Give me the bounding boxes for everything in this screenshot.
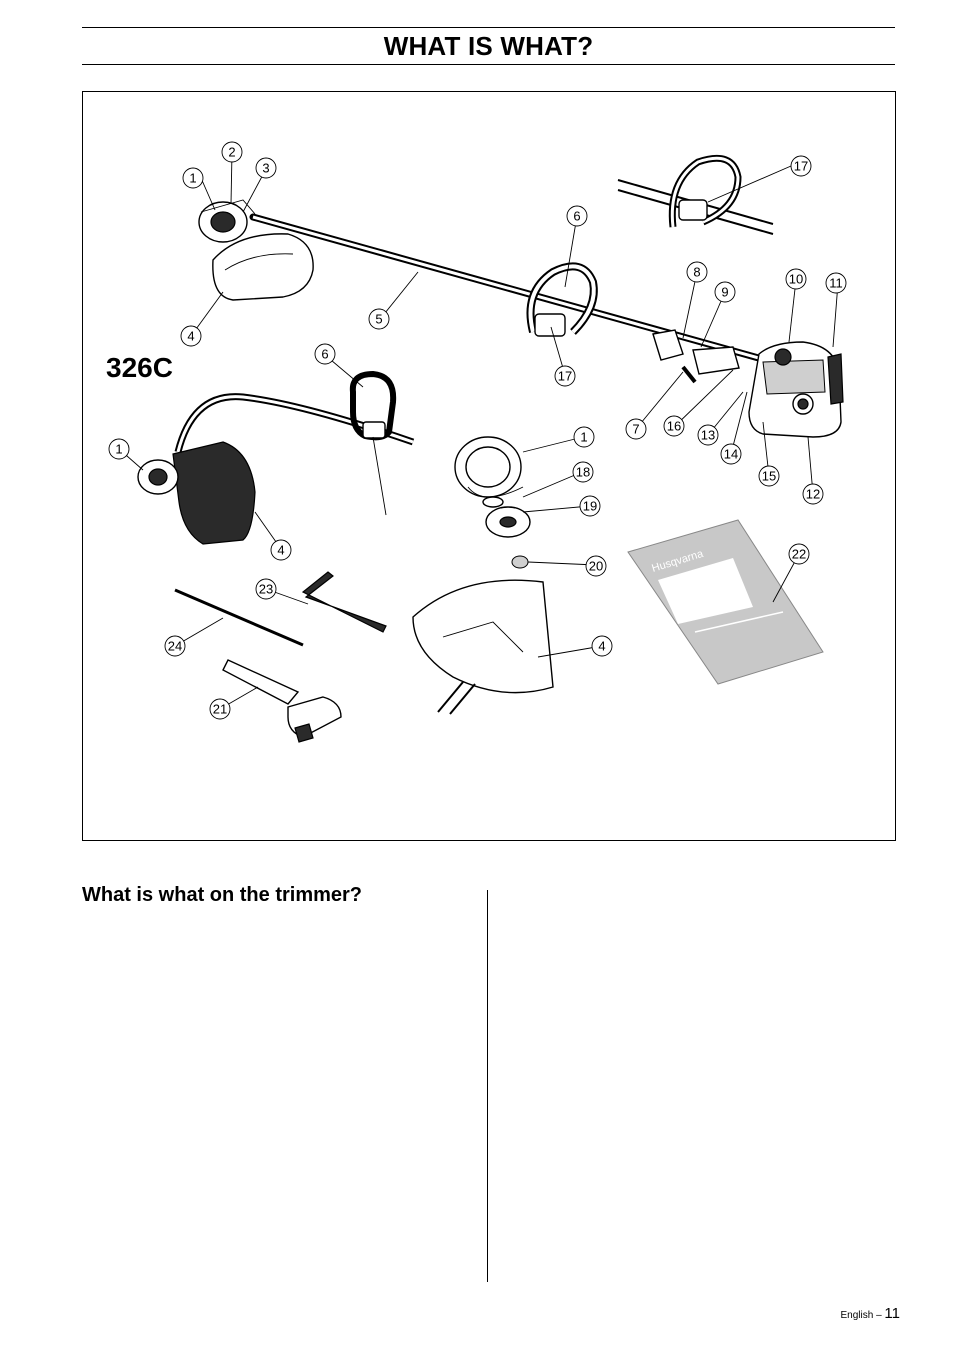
callout-10: 10 — [785, 268, 807, 290]
header-bottom-rule — [82, 64, 895, 65]
guard-top — [212, 233, 314, 301]
callout-4a: 4 — [180, 325, 202, 347]
callout-3: 3 — [255, 157, 277, 179]
callout-15: 15 — [758, 465, 780, 487]
callout-4c: 4 — [591, 635, 613, 657]
svg-text:8: 8 — [693, 265, 700, 280]
callout-8: 8 — [686, 261, 708, 283]
svg-text:9: 9 — [721, 285, 728, 300]
callout-1c: 1 — [573, 426, 595, 448]
section-heading: What is what on the trimmer? — [82, 884, 363, 906]
tools — [174, 571, 387, 743]
svg-text:12: 12 — [806, 487, 820, 502]
loop-handle-top — [526, 262, 598, 337]
svg-text:17: 17 — [794, 159, 808, 174]
svg-text:14: 14 — [724, 447, 738, 462]
callout-4b: 4 — [270, 539, 292, 561]
svg-text:4: 4 — [277, 543, 284, 558]
operators-manual: Husqvarna — [627, 519, 824, 685]
callout-19: 19 — [579, 495, 601, 517]
svg-text:19: 19 — [583, 499, 597, 514]
curved-shaft-model — [137, 370, 415, 545]
svg-text:18: 18 — [576, 465, 590, 480]
callout-21: 21 — [209, 698, 231, 720]
callout-24: 24 — [164, 635, 186, 657]
callout-20: 20 — [585, 555, 607, 577]
callout-23: 23 — [255, 578, 277, 600]
svg-text:17: 17 — [558, 369, 572, 384]
callout-7: 7 — [625, 418, 647, 440]
svg-text:1: 1 — [189, 171, 196, 186]
svg-text:16: 16 — [667, 419, 681, 434]
callout-12: 12 — [802, 483, 824, 505]
callout-6a: 6 — [566, 205, 588, 227]
svg-text:20: 20 — [589, 559, 603, 574]
callout-17a: 17 — [790, 155, 812, 177]
footer-language: English – — [840, 1310, 885, 1321]
callout-18: 18 — [572, 461, 594, 483]
svg-text:3: 3 — [262, 161, 269, 176]
svg-text:11: 11 — [829, 276, 843, 291]
parts-illustration: Husqvarna — [108, 141, 847, 743]
svg-text:22: 22 — [792, 547, 806, 562]
svg-text:13: 13 — [701, 428, 715, 443]
column-divider — [487, 890, 488, 1282]
callout-17b: 17 — [554, 365, 576, 387]
callout-2: 2 — [221, 141, 243, 163]
trimmer-head-exploded — [412, 436, 554, 715]
svg-text:1: 1 — [115, 442, 122, 457]
svg-text:21: 21 — [213, 702, 227, 717]
page-number: 11 — [884, 1305, 900, 1322]
svg-text:1: 1 — [580, 430, 587, 445]
svg-text:23: 23 — [259, 582, 273, 597]
loop-handle-alt — [617, 154, 774, 235]
callout-5: 5 — [368, 308, 390, 330]
svg-text:6: 6 — [321, 347, 328, 362]
callout-16: 16 — [663, 415, 685, 437]
header-top-rule — [82, 27, 895, 28]
page-title: WHAT IS WHAT? — [383, 31, 594, 61]
svg-text:2: 2 — [228, 145, 235, 160]
trimmer-head-top — [198, 199, 256, 243]
svg-text:5: 5 — [375, 312, 382, 327]
svg-text:4: 4 — [187, 329, 194, 344]
svg-text:10: 10 — [789, 272, 803, 287]
engine-unit — [652, 329, 844, 438]
callout-13: 13 — [697, 424, 719, 446]
svg-text:6: 6 — [573, 209, 580, 224]
callout-22: 22 — [788, 543, 810, 565]
parts-diagram: Husqvarna — [82, 91, 896, 841]
callout-11: 11 — [825, 272, 847, 294]
svg-text:7: 7 — [632, 422, 639, 437]
svg-text:24: 24 — [168, 639, 182, 654]
svg-text:15: 15 — [762, 469, 776, 484]
callout-14: 14 — [720, 443, 742, 465]
callout-1b: 1 — [108, 438, 130, 460]
callout-1a: 1 — [182, 167, 204, 189]
callout-9: 9 — [714, 281, 736, 303]
callout-6b: 6 — [314, 343, 336, 365]
svg-text:4: 4 — [598, 639, 605, 654]
model-label: 326C — [106, 352, 173, 383]
page-footer: English – 11 — [841, 1305, 901, 1322]
